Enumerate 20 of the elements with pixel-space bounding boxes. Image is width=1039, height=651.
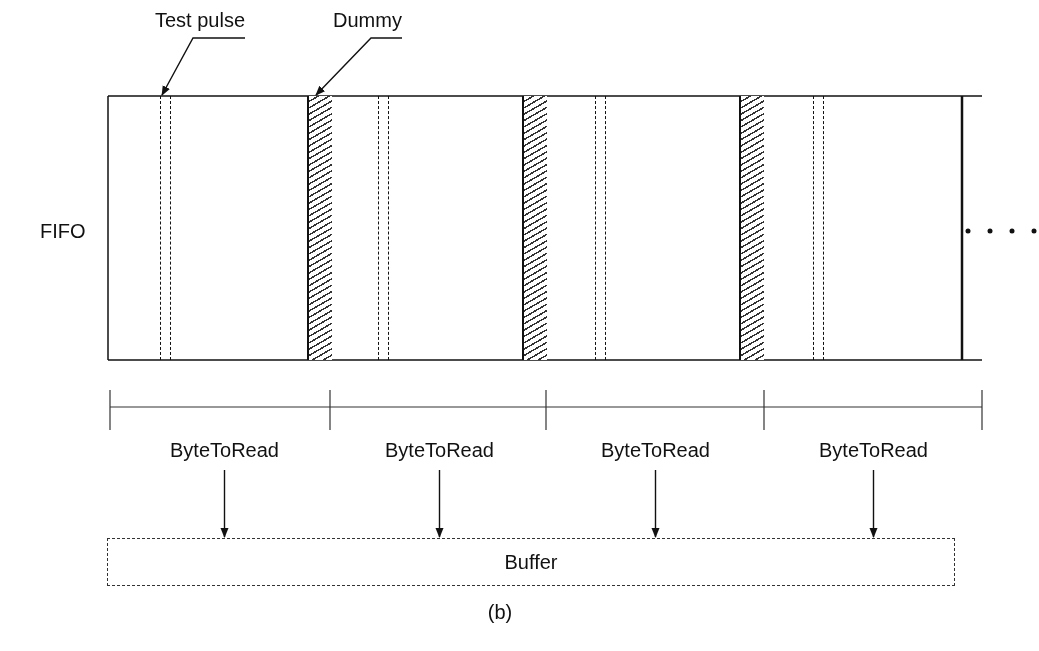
arrow (869, 469, 878, 538)
segment-label: ByteToRead (601, 438, 710, 462)
buffer-box (107, 538, 955, 586)
row-label: FIFO (40, 219, 86, 243)
leader-line (161, 37, 246, 96)
arrow (435, 469, 444, 538)
arrow (220, 469, 229, 538)
segment-label: ByteToRead (385, 438, 494, 462)
segment-label: ByteToRead (170, 438, 279, 462)
callout-label: Dummy (333, 8, 402, 32)
callout-label: Test pulse (155, 8, 246, 32)
buffer-label: Buffer (504, 550, 558, 574)
arrow (651, 469, 660, 538)
hatched-dummy-bar (307, 96, 332, 360)
leader-line (315, 37, 403, 96)
segment-label: ByteToRead (819, 438, 928, 462)
test-pulse-marker (160, 96, 171, 360)
hatched-dummy-bar (522, 96, 547, 360)
figure-caption: (b) (486, 600, 514, 624)
hatched-dummy-bar (739, 96, 764, 360)
